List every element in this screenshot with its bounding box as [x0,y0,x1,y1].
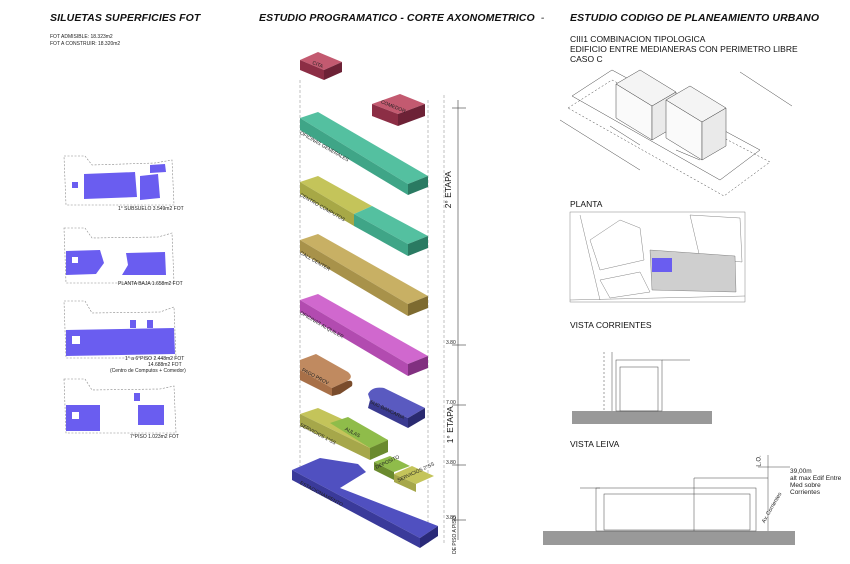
silhouette-caption-3: 1° a 6°PISO 2.448m2 FOT [125,356,185,362]
silhouette-caption-3b: 14.688m2 FOT [148,362,182,368]
level-1: 3.80 [446,340,456,346]
level-4: 3.80 [446,515,456,521]
ciii-line-2: EDIFICIO ENTRE MEDIANERAS CON PERIMETRO … [570,44,798,54]
silhouette-note: (Centro de Computos + Comedor) [110,368,186,374]
block-call-center [300,234,428,316]
label-etapa-2: 2° ETAPA [442,171,453,209]
block-servicios-2ss [394,466,434,492]
block-deposito [374,456,410,480]
axon-guides [299,80,445,545]
ciii-line-3: CASO C [570,54,603,64]
silhouette-subsuelo [63,155,175,206]
fot-construir: FOT A CONSTRUIR: 18.320m2 [50,41,121,47]
block-oficinas-alquiler [300,294,428,376]
block-centro-computos [300,176,428,256]
heading-siluetas: SILUETAS SUPERFICIES FOT [50,12,201,24]
axon-level-lines [452,100,466,540]
level-2: 7.00 [446,400,456,406]
heading-codigo-planeamiento: ESTUDIO CODIGO DE PLANEAMIENTO URBANO [570,12,820,24]
vista-corrientes-label: VISTA CORRIENTES [570,320,652,330]
vista-corrientes-drawing [572,352,712,424]
block-pago-prov [300,354,353,396]
silhouette-caption-1: 1° SUBSUELO 3.549m2 FOT [118,206,184,212]
leiva-h2: alt max Edif Entre [790,475,842,482]
heading-estudio-programatico-text: ESTUDIO PROGRAMATICO - CORTE AXONOMETRIC… [259,12,535,24]
silhouette-caption-2: PLANTA BAJA 1.658m2 FOT [118,281,183,287]
heading-dash: - [540,12,545,24]
ciii-line-1: CIII1 COMBINACION TIPOLOGICA [570,34,706,44]
silhouette-caption-4: 7°PISO 1.023m2 FOT [130,434,179,440]
vista-leiva-label: VISTA LEIVA [570,439,620,449]
vista-leiva-drawing [543,455,795,545]
heading-estudio-programatico: ESTUDIO PROGRAMATICO - CORTE AXONOMETRIC… [259,12,544,24]
silhouette-planta-baja [63,227,175,284]
block-estacionamiento [292,458,438,548]
planta-drawing [569,211,746,303]
silhouette-piso-7 [63,378,177,434]
planta-label: PLANTA [570,199,603,209]
silhouette-pisos-1-6 [63,300,177,359]
ciii-drawing [559,69,793,197]
label-lo: L.O. [756,455,763,467]
fot-admisible: FOT ADMISIBLE: 18.323m2 [50,34,113,40]
leiva-h3: Med sobre [790,482,821,489]
block-suc-bancaria [368,387,425,428]
label-etapa-1: 1° ETAPA [444,406,455,444]
label-piso-a-piso: DE PISO A PISO [451,516,458,554]
block-cita [300,52,342,80]
leiva-h4: Corrientes [790,489,820,496]
block-oficinas-generales [300,112,428,195]
block-servicios-aulas [300,408,388,460]
level-3: 3.80 [446,460,456,466]
block-comedor [372,94,425,126]
leiva-h1: 39,00m [790,468,812,475]
